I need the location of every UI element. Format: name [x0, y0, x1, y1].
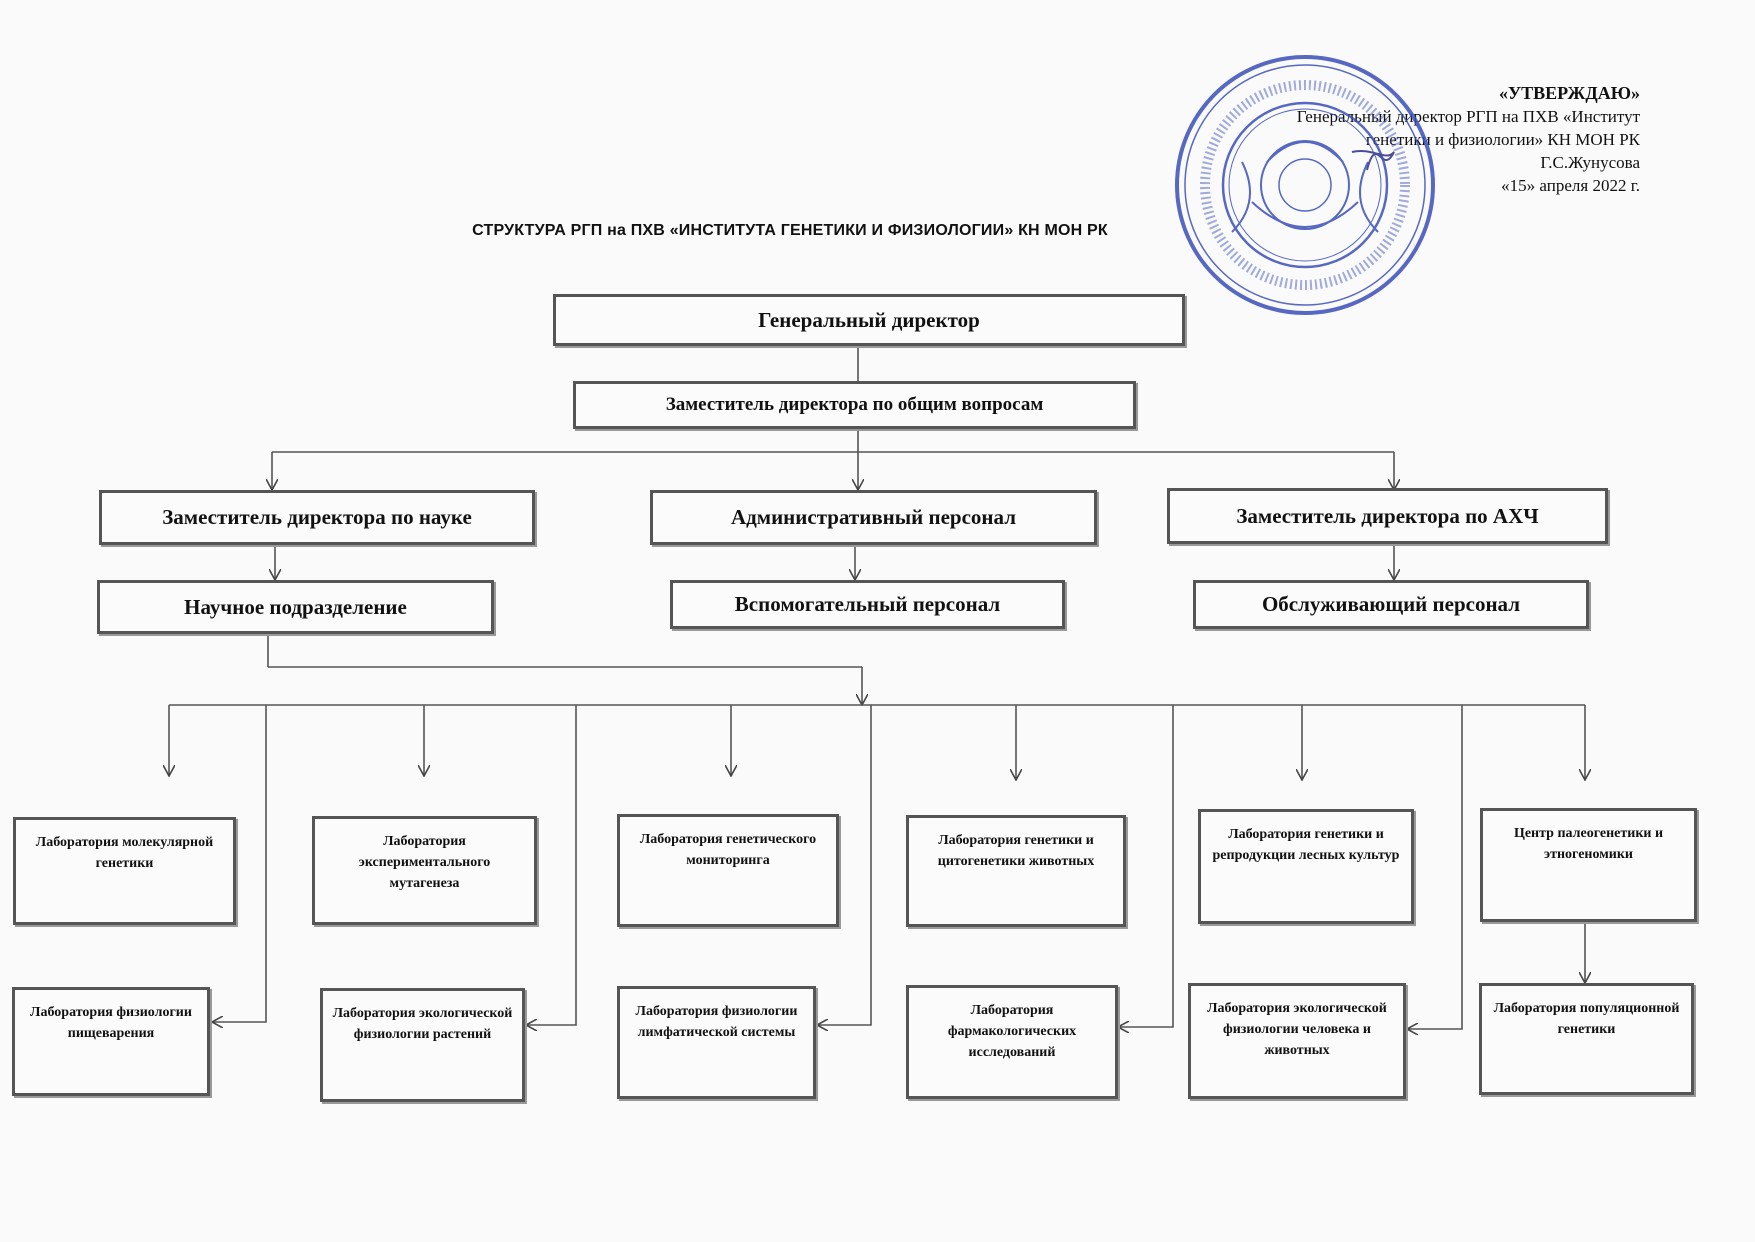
lab-genetic-monitoring: Лаборатория генетического мониторинга — [617, 814, 839, 927]
admin-staff-box: Административный персонал — [650, 490, 1097, 545]
lab-molecular-genetics-label: Лаборатория молекулярной генетики — [35, 835, 214, 871]
ahch-deputy-box: Заместитель директора по АХЧ — [1167, 488, 1608, 544]
seal-stamp — [1175, 55, 1435, 315]
deputy-general-label: Заместитель директора по общим вопросам — [665, 394, 1044, 415]
science-deputy-box: Заместитель директора по науке — [99, 490, 535, 545]
lab-animal-cytogenetics-label: Лаборатория генетики и цитогенетики живо… — [937, 833, 1095, 869]
chart-title: СТРУКТУРА РГП на ПХВ «ИНСТИТУТА ГЕНЕТИКИ… — [472, 222, 1108, 239]
ahch-deputy-label: Заместитель директора по АХЧ — [1236, 503, 1539, 528]
general-director-box: Генеральный директор — [553, 294, 1185, 346]
lab-experimental-mutagenesis: Лаборатория экспериментального мутагенез… — [312, 816, 537, 925]
lab-lymphatic-physiology: Лаборатория физиологии лимфатической сис… — [617, 986, 816, 1099]
lab-molecular-genetics: Лаборатория молекулярной генетики — [13, 817, 236, 925]
lab-digestion-physiology-label: Лаборатория физиологии пищеварения — [30, 1005, 192, 1041]
deputy-general-box: Заместитель директора по общим вопросам — [573, 381, 1136, 429]
approval-line-4: «15» апреля 2022 г. — [1501, 176, 1640, 195]
lab-human-animal-ecophysiology-label: Лаборатория экологической физиологии чел… — [1207, 1001, 1387, 1058]
service-staff-label: Обслуживающий персонал — [1261, 592, 1521, 616]
science-unit-box: Научное подразделение — [97, 580, 494, 634]
lab-plant-ecophysiology: Лаборатория экологической физиологии рас… — [320, 988, 525, 1102]
lab-lymphatic-physiology-label: Лаборатория физиологии лимфатической сис… — [635, 1004, 798, 1040]
lab-forest-reproduction-label: Лаборатория генетики и репродукции лесны… — [1212, 827, 1400, 863]
lab-digestion-physiology: Лаборатория физиологии пищеварения — [12, 987, 210, 1096]
lab-experimental-mutagenesis-label: Лаборатория экспериментального мутагенез… — [358, 834, 491, 891]
admin-staff-label: Административный персонал — [730, 505, 1016, 529]
approval-line-1: Генеральный директор РГП на ПХВ «Институ… — [1296, 107, 1640, 126]
approval-heading: «УТВЕРЖДАЮ» — [1498, 83, 1640, 103]
science-unit-label: Научное подразделение — [184, 594, 407, 619]
approval-line-3: Г.С.Жунусова — [1540, 153, 1640, 172]
lab-pharmacology-label: Лаборатория фармакологических исследован… — [947, 1003, 1077, 1060]
lab-human-animal-ecophysiology: Лаборатория экологической физиологии чел… — [1188, 983, 1406, 1099]
support-staff-box: Вспомогательный персонал — [670, 580, 1065, 629]
science-deputy-label: Заместитель директора по науке — [162, 505, 472, 529]
paleogenetics-center: Центр палеогенетики и этногеномики — [1480, 808, 1697, 922]
lab-plant-ecophysiology-label: Лаборатория экологической физиологии рас… — [332, 1006, 513, 1042]
service-staff-box: Обслуживающий персонал — [1193, 580, 1589, 629]
lab-forest-reproduction: Лаборатория генетики и репродукции лесны… — [1198, 809, 1414, 924]
approval-line-2: генетики и физиологии» КН МОН РК — [1365, 130, 1640, 149]
lab-pharmacology: Лаборатория фармакологических исследован… — [906, 985, 1118, 1099]
general-director-label: Генеральный директор — [758, 307, 980, 332]
lab-animal-cytogenetics: Лаборатория генетики и цитогенетики живо… — [906, 815, 1126, 927]
support-staff-label: Вспомогательный персонал — [734, 592, 1001, 616]
paleogenetics-center-label: Центр палеогенетики и этногеномики — [1513, 826, 1664, 862]
approval-block: «УТВЕРЖДАЮ» Генеральный директор РГП на … — [1180, 82, 1640, 197]
lab-population-genetics: Лаборатория популяционной генетики — [1479, 983, 1694, 1095]
lab-genetic-monitoring-label: Лаборатория генетического мониторинга — [639, 832, 817, 868]
lab-population-genetics-label: Лаборатория популяционной генетики — [1493, 1001, 1680, 1037]
